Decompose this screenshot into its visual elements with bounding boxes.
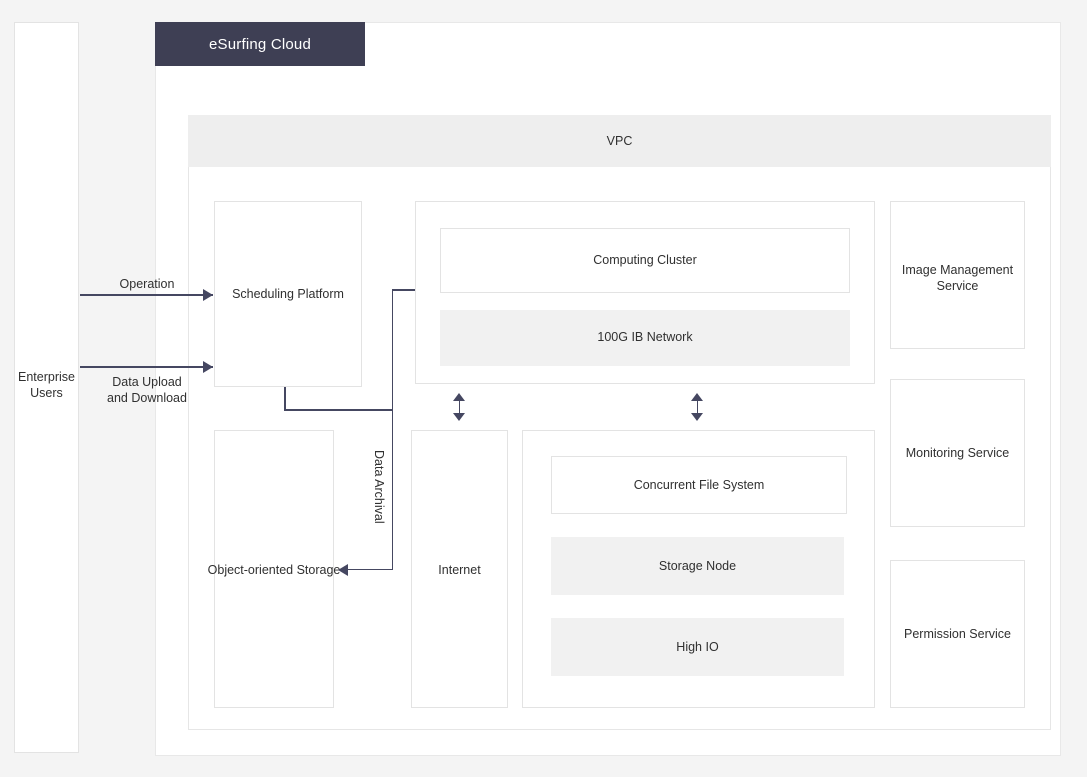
scheduling-platform-box[interactable] [214,201,362,387]
scheduling-connector-segment-down [284,387,286,411]
vpc-header-band: VPC [188,115,1051,167]
data-upload-arrow-line [80,366,213,368]
storage-node-box[interactable] [551,537,844,595]
object-storage-box[interactable] [214,430,334,708]
vpc-title: VPC [606,134,633,148]
compute-storage-arrow-left-down-icon [453,413,465,421]
compute-storage-arrow-left-up-icon [453,393,465,401]
ib-network-box[interactable] [440,310,850,366]
operation-arrow-line [80,294,213,296]
internet-box[interactable] [411,430,508,708]
compute-storage-arrow-right-line [696,398,699,415]
data-archival-line-vertical [391,409,393,570]
operation-flow-label: Operation [119,277,175,291]
data-archival-arrow-head-icon [338,563,348,576]
high-io-box[interactable] [551,618,844,676]
data-upload-arrow-head-icon [203,361,213,373]
scheduling-connector-segment-up [391,289,393,411]
enterprise-users-box[interactable] [14,22,79,753]
image-management-service-box[interactable] [890,201,1025,349]
permission-service-box[interactable] [890,560,1025,708]
data-upload-flow-label-line1: Data Upload [112,375,182,389]
compute-storage-arrow-left-line [458,398,461,415]
computing-cluster-box[interactable] [440,228,850,293]
compute-storage-arrow-right-up-icon [691,393,703,401]
data-archival-line-horizontal [348,568,393,570]
scheduling-connector-segment-right [284,409,393,411]
cloud-header-title: eSurfing Cloud [208,35,312,53]
data-archival-label: Data Archival [372,450,386,524]
cloud-header-banner: eSurfing Cloud [155,22,365,66]
compute-storage-arrow-right-down-icon [691,413,703,421]
operation-arrow-head-icon [203,289,213,301]
concurrent-file-system-box[interactable] [551,456,847,514]
scheduling-connector-segment-to-compute [391,289,417,291]
monitoring-service-box[interactable] [890,379,1025,527]
data-upload-flow-label-line2: and Download [107,391,187,405]
data-upload-flow-label: Data Upload and Download [80,374,214,406]
